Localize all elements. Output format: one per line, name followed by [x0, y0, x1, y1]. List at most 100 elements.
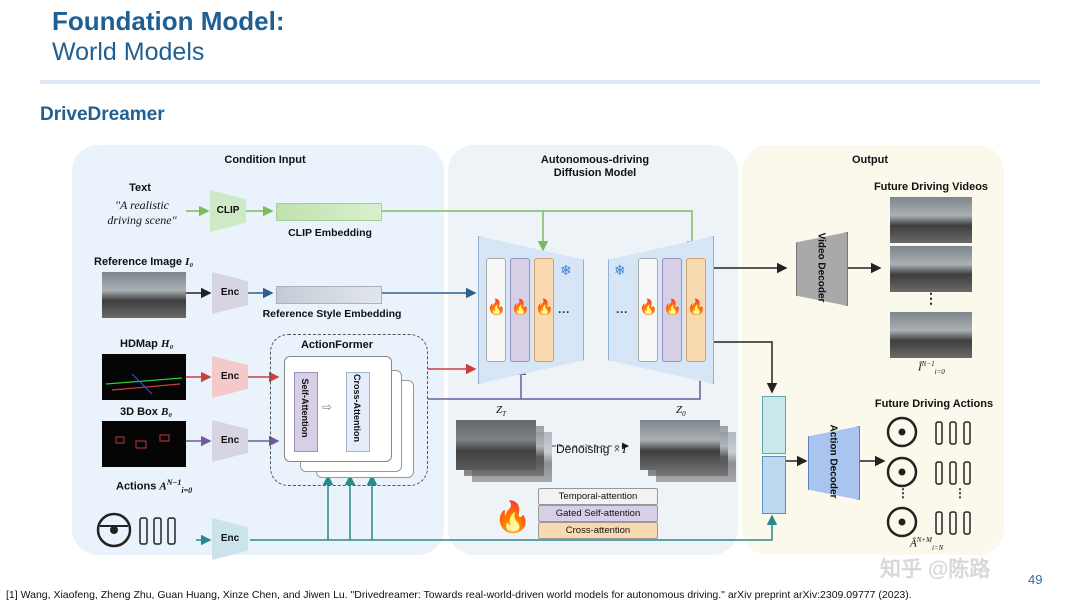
- actions-encoder-label: Enc: [220, 533, 240, 544]
- reference-style-embedding-label: Reference Style Embedding: [262, 308, 402, 320]
- output-heading: Output: [851, 154, 889, 166]
- cross-attention-label: Cross-Attention: [352, 374, 362, 442]
- box3d-text: 3D Box: [120, 406, 158, 418]
- title-divider: [40, 80, 1040, 84]
- action-decoder: [808, 426, 860, 500]
- denoising-times: ×T: [612, 442, 628, 456]
- z0-subscript: 0: [682, 410, 686, 419]
- action-decoder-line1: Action: [827, 424, 839, 456]
- hdmap-label: HDMap H₀: [120, 338, 200, 350]
- arrow-right-icon: ⇨: [322, 400, 333, 414]
- video-decoder-line2: Decoder: [815, 262, 827, 303]
- video-decoder: [796, 232, 848, 306]
- clip-encoder-label: CLIP: [216, 205, 240, 216]
- video-decoder-label: Video Decoder: [816, 231, 827, 305]
- slide-subtitle: DriveDreamer: [40, 104, 165, 125]
- actionformer-title: ActionFormer: [300, 339, 374, 351]
- legend-cross-attention: Cross-attention: [538, 522, 658, 539]
- actions-index-label: ÂN+Mi=N: [910, 536, 944, 552]
- future-video-frame-n: [890, 312, 972, 358]
- self-attention-block: [294, 372, 318, 452]
- slide-title: Foundation Model:: [52, 6, 285, 36]
- action-decoder-label: Action Decoder: [828, 425, 839, 499]
- condition-input-heading: Condition Input: [224, 154, 306, 166]
- clip-embedding-block: [276, 203, 382, 221]
- future-actions-heading: Future Driving Actions: [874, 398, 994, 410]
- denoising-text: Denoising: [556, 442, 610, 456]
- watermark: 知乎 @陈路: [880, 558, 991, 581]
- reference-image-label: Reference Image I₀: [94, 256, 214, 268]
- fire-icon: 🔥: [487, 299, 506, 316]
- hdmap-lines: [105, 373, 183, 395]
- video-decoder-line1: Video: [815, 232, 827, 260]
- video-index-sub: i=0: [934, 367, 945, 376]
- hdmap-text: HDMap: [120, 338, 158, 350]
- text-input-label: Text: [129, 182, 151, 194]
- future-videos-heading: Future Driving Videos: [873, 181, 989, 193]
- unet-left-ellipsis: ···: [558, 305, 570, 319]
- zt-label: ZT: [496, 404, 506, 418]
- diffusion-heading-line1: Autonomous-driving: [540, 154, 650, 166]
- snowflake-icon: ❄: [614, 262, 626, 278]
- actions-subscript: i=0: [181, 485, 193, 495]
- hdmap-encoder-label: Enc: [220, 371, 240, 382]
- fire-icon: 🔥: [639, 299, 658, 316]
- box3d-label: 3D Box B₀: [120, 406, 200, 418]
- box3d-thumbnail: [102, 421, 186, 467]
- legend-gated-self-attention: Gated Self-attention: [538, 505, 658, 522]
- box3d-marks: [115, 434, 170, 449]
- actions-superscript: N−1: [166, 478, 182, 487]
- temporal-attention-layer: [486, 258, 506, 362]
- text-prompt-line1: "A realistic: [114, 198, 170, 212]
- actionformer-group: [270, 334, 428, 486]
- gated-self-attention-layer: [662, 258, 682, 362]
- snowflake-icon: ❄: [560, 262, 572, 278]
- noisy-frame-front: [456, 420, 536, 470]
- hdmap-thumbnail: [102, 354, 186, 400]
- video-frames-ellipsis: ⋮: [924, 290, 938, 306]
- reference-image-thumbnail: [102, 272, 186, 318]
- legend-temporal-attention: Temporal-attention: [538, 488, 658, 505]
- zt-subscript: T: [502, 410, 507, 419]
- gated-self-attention-layer: [510, 258, 530, 362]
- fire-icon: 🔥: [663, 299, 682, 316]
- clean-frame-front: [640, 420, 720, 470]
- z0-symbol: Z: [676, 404, 683, 416]
- hdmap-symbol: H₀: [160, 338, 174, 350]
- slide-title-line2: World Models: [52, 38, 205, 66]
- condition-input-panel: [72, 145, 444, 555]
- box3d-symbol: B₀: [160, 406, 173, 418]
- page-number: 49: [1028, 572, 1043, 587]
- actions-ellipsis: ⋮: [897, 486, 909, 500]
- fire-icon: 🔥: [687, 299, 706, 316]
- latent-feature-upper: [762, 396, 786, 454]
- video-index-sup: N−1: [921, 360, 935, 368]
- temporal-attention-layer: [638, 258, 658, 362]
- cross-attention-block: [346, 372, 370, 452]
- future-video-frame-2: [890, 246, 972, 292]
- reference-style-embedding-block: [276, 286, 382, 304]
- reference-image-text: Reference Image: [94, 256, 183, 268]
- steering-wheel-icon: [886, 506, 971, 538]
- actions-index-sup: N+M: [916, 536, 932, 544]
- actions-text: Actions: [116, 480, 157, 493]
- steering-wheel-icon: [96, 512, 176, 548]
- diffusion-heading-line2: Diffusion Model: [553, 167, 637, 179]
- actions-label: Actions AN−1i=0: [116, 478, 206, 495]
- fire-icon: 🔥: [535, 299, 554, 316]
- reference-encoder-label: Enc: [220, 287, 240, 298]
- future-actions-icons: [886, 416, 971, 538]
- fire-icon: 🔥: [494, 501, 532, 534]
- text-prompt-line2: driving scene": [107, 213, 177, 227]
- actions-index-sub: i=N: [931, 543, 944, 552]
- cross-attention-layer: [686, 258, 706, 362]
- video-index-label: ÎN−1i=0: [918, 360, 945, 376]
- actions-symbol: A: [159, 480, 167, 493]
- zt-symbol: Z: [496, 404, 503, 416]
- action-decoder-line2: Decoder: [827, 458, 839, 499]
- clip-embedding-label: CLIP Embedding: [288, 227, 372, 239]
- steering-wheel-icon: [886, 456, 971, 488]
- latent-feature-lower: [762, 456, 786, 514]
- box3d-encoder-label: Enc: [220, 435, 240, 446]
